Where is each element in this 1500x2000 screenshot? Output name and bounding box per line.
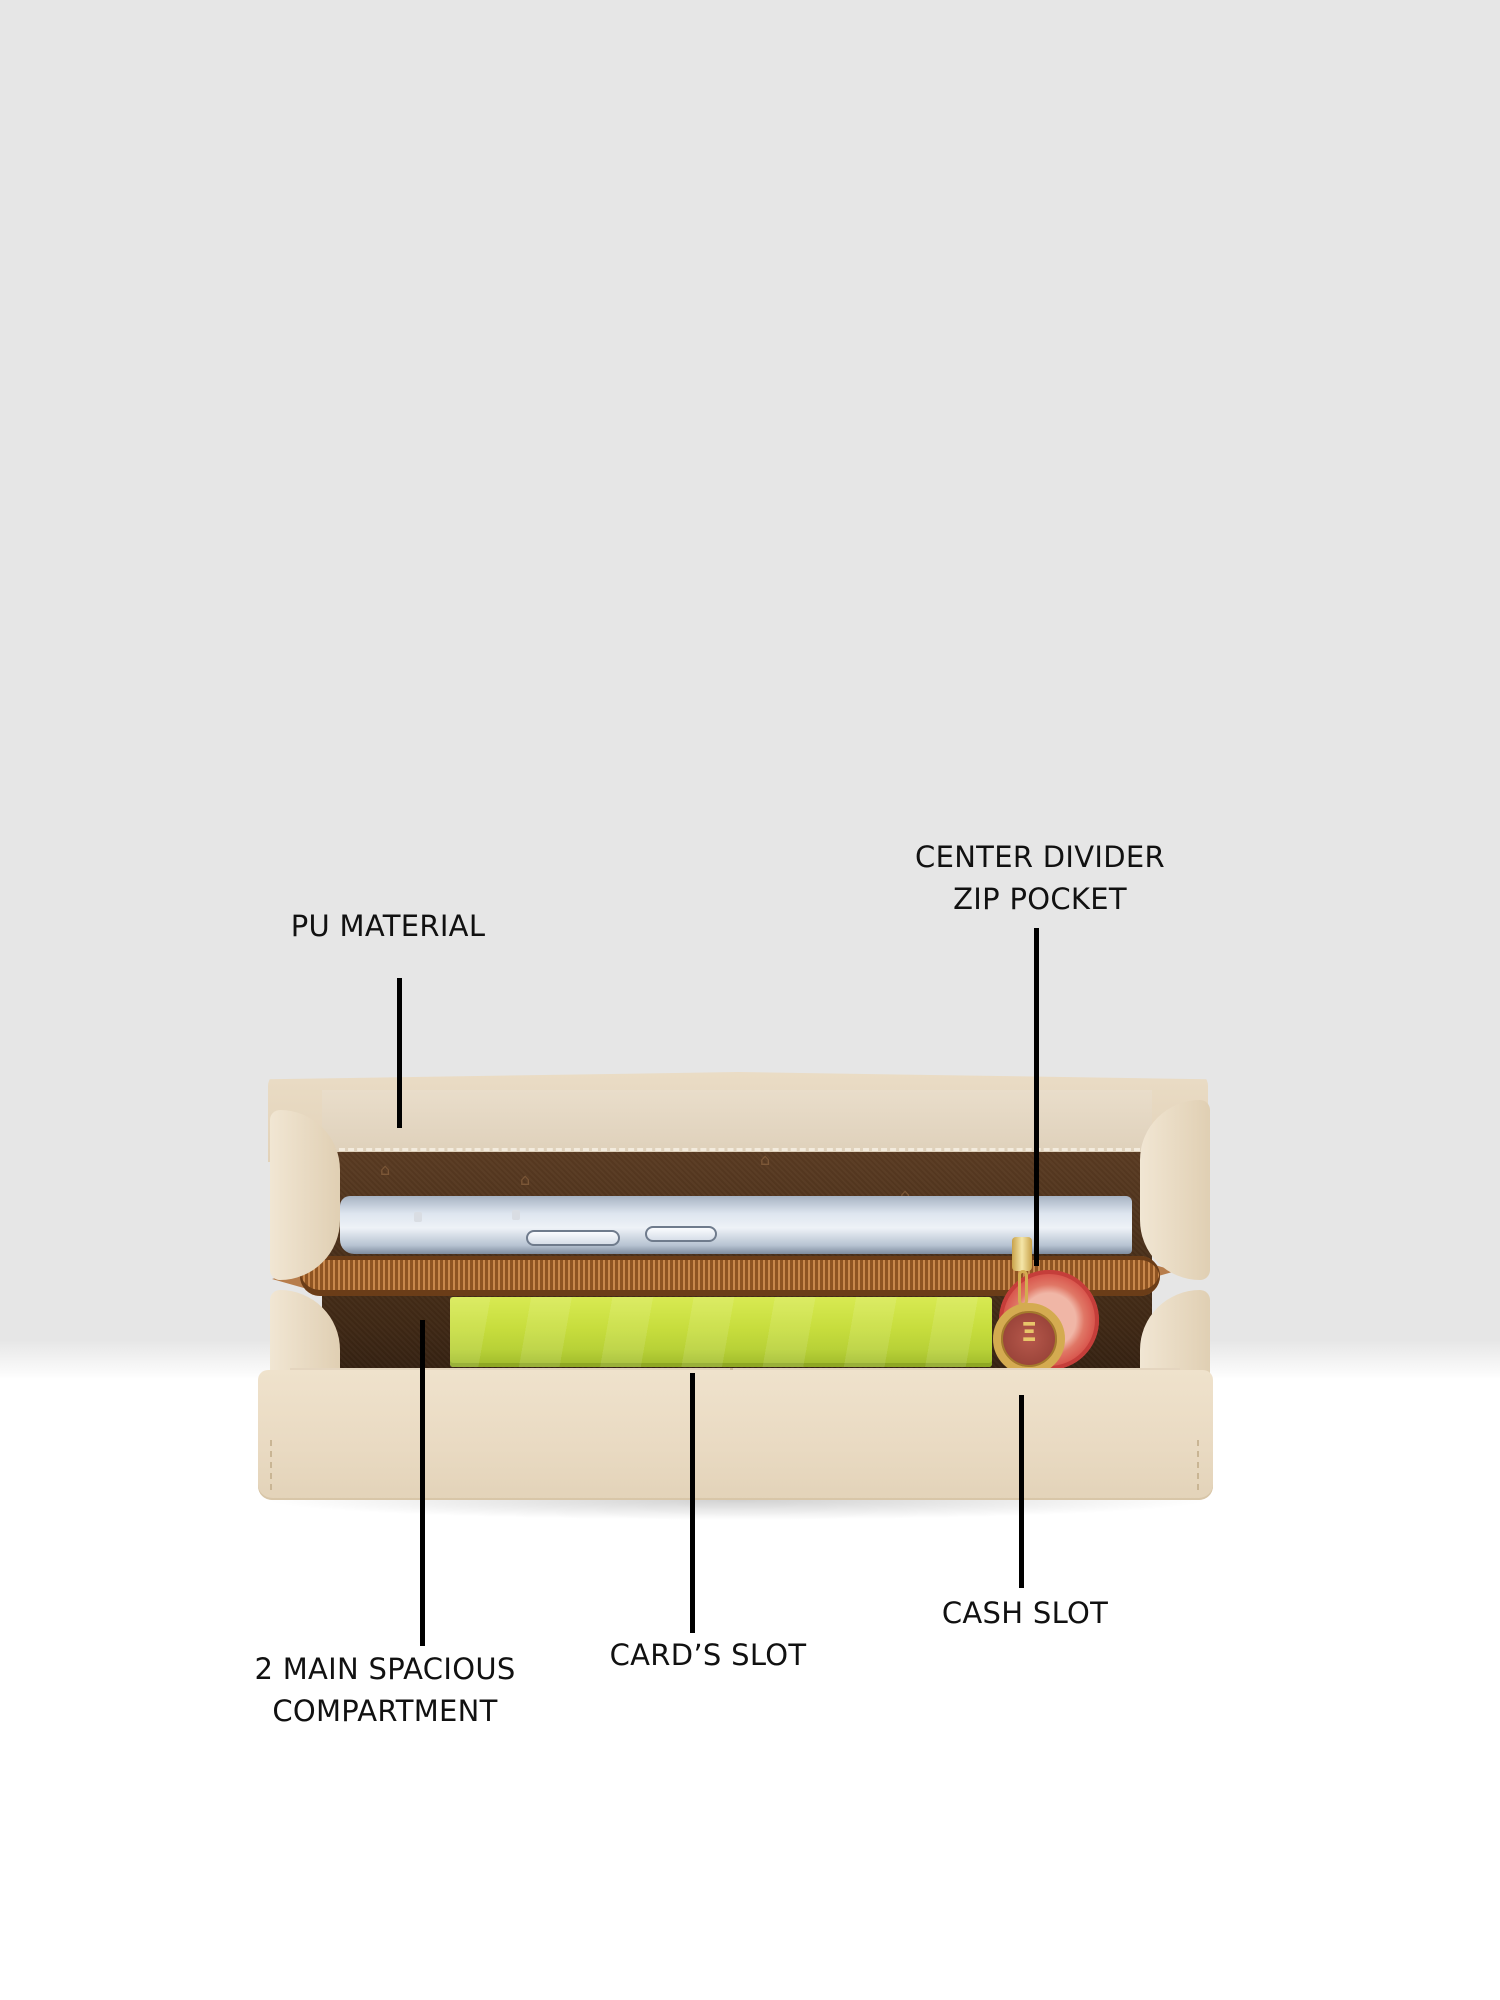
callout-center-divider: CENTER DIVIDER ZIP POCKET [895, 836, 1185, 920]
leader-line-center-divider [1034, 928, 1039, 1266]
callout-text: 2 MAIN SPACIOUS [254, 1652, 516, 1686]
callout-cash-slot: CASH SLOT [920, 1592, 1130, 1634]
phone-mic-icon [414, 1212, 422, 1222]
left-gusset [270, 1110, 340, 1280]
stitching [270, 1440, 274, 1490]
callout-pu-material: PU MATERIAL [268, 905, 508, 947]
callout-text: ZIP POCKET [953, 882, 1127, 916]
phone-volume-button-icon [526, 1230, 620, 1246]
leader-line-compartment [420, 1320, 425, 1646]
phone [340, 1196, 1132, 1254]
lining-logo-icon: ⌂ [520, 1170, 531, 1189]
lining-logo-icon: ⌂ [760, 1150, 771, 1169]
callout-compartment: 2 MAIN SPACIOUS COMPARTMENT [230, 1648, 540, 1732]
right-gusset [1140, 1100, 1210, 1280]
lining-logo-icon: ⌂ [380, 1160, 391, 1179]
leader-line-cards-slot [690, 1373, 695, 1633]
brand-logo-icon: Ξ [1020, 1318, 1038, 1348]
leader-line-pu-material [397, 978, 402, 1128]
pu-inner-panel [322, 1090, 1152, 1152]
brand-charm-icon [993, 1303, 1065, 1375]
wallet-front-panel [258, 1370, 1213, 1500]
callout-text: CARD’S SLOT [609, 1638, 807, 1672]
lining-logo-icon: ⌂ [900, 1185, 911, 1204]
zipper-pull-icon [1012, 1237, 1032, 1271]
charm-link-icon [1018, 1270, 1028, 1306]
stitching [330, 1148, 1140, 1151]
phone-mic-icon [512, 1210, 520, 1220]
callout-text: COMPARTMENT [272, 1694, 498, 1728]
leader-line-cash-slot [1019, 1395, 1024, 1588]
callout-text: CASH SLOT [941, 1596, 1109, 1630]
card-box [450, 1297, 992, 1367]
callout-cards-slot: CARD’S SLOT [598, 1634, 818, 1676]
callout-text: CENTER DIVIDER [915, 840, 1165, 874]
phone-side-button-icon [645, 1226, 717, 1242]
stitching [1197, 1440, 1201, 1490]
callout-text: PU MATERIAL [290, 909, 486, 943]
